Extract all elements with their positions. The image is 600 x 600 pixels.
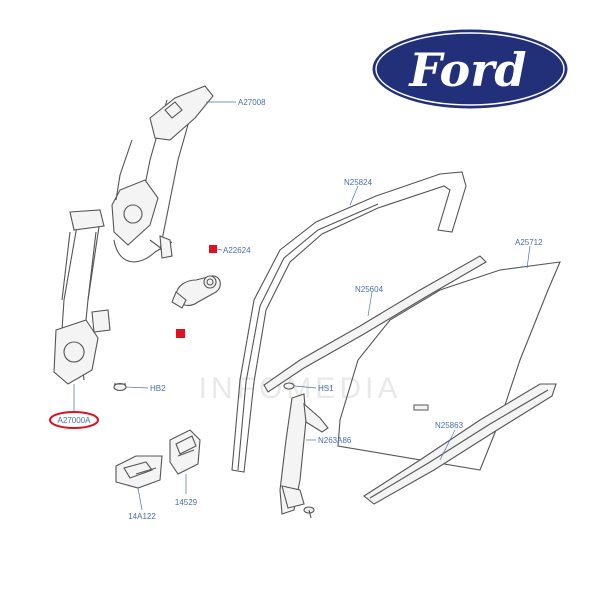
- callout-a22624[interactable]: A22624: [223, 246, 251, 255]
- highlight-marker-a22624: [209, 245, 217, 253]
- bolt-hb2: [113, 382, 127, 392]
- window-regulator-upper: [111, 85, 214, 263]
- callout-hb2[interactable]: HB2: [150, 384, 166, 393]
- callout-n25863[interactable]: N25863: [435, 421, 464, 430]
- callout-n25604[interactable]: N25604: [355, 285, 384, 294]
- callout-a25712[interactable]: A25712: [515, 238, 543, 247]
- switch-housing: [115, 455, 163, 489]
- division-bar: [279, 393, 329, 515]
- screw-hs1: [283, 382, 295, 390]
- ford-logo: Ford: [369, 26, 571, 112]
- callout-14a122[interactable]: 14A122: [128, 512, 156, 521]
- highlight-ring-a27000a: [49, 411, 99, 429]
- window-regulator-lower: [53, 209, 111, 385]
- callout-14529[interactable]: 14529: [175, 498, 198, 507]
- glass-clip: [413, 404, 429, 411]
- highlight-marker-crank: [176, 329, 185, 338]
- callout-a27000a[interactable]: A27000A: [58, 416, 92, 425]
- screw-lower: [303, 506, 315, 519]
- callout-n263a86[interactable]: N263A86: [318, 436, 352, 445]
- callout-n25824[interactable]: N25824: [344, 178, 373, 187]
- callout-hs1[interactable]: HS1: [318, 384, 334, 393]
- window-crank-handle: [171, 275, 221, 309]
- leader-lines: [73, 101, 531, 511]
- window-switch: [169, 429, 201, 475]
- belt-weatherstrip: [263, 255, 487, 393]
- glass-run-channel: [231, 171, 467, 473]
- ford-logo-text: Ford: [407, 43, 526, 97]
- callout-a27008[interactable]: A27008: [238, 98, 266, 107]
